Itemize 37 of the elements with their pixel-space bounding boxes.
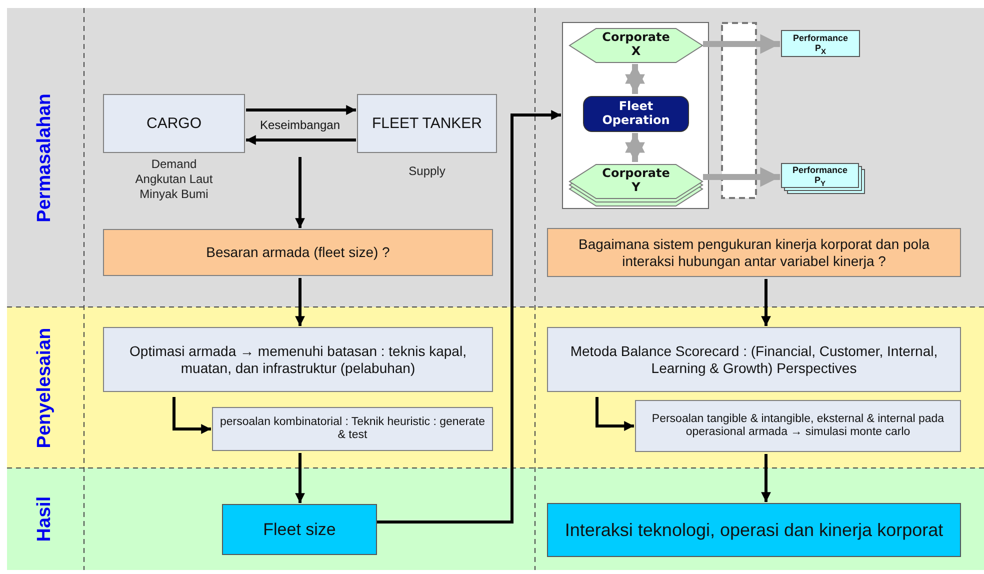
arrow (761, 454, 771, 502)
process-box: Fleet Operation (583, 96, 689, 132)
result-box: Fleet size (222, 504, 377, 555)
arrow (172, 397, 211, 434)
band-title: Hasil (34, 496, 56, 542)
question-box: Besaran armada (fleet size) ? (103, 229, 493, 276)
arrow (295, 157, 305, 228)
stacked-performance-box: Performance P$_{Y}$ (781, 163, 865, 194)
arrow (761, 279, 771, 326)
process-box: Metoda Balance Scorecard : (Financial, Customer, Internal, Learning & Growth) Perspectives (547, 327, 961, 392)
band-title: Permasalahan (34, 93, 56, 222)
arrow (295, 453, 305, 503)
swimlane-band (7, 8, 984, 307)
result-box: Interaksi teknologi, operasi dan kinerja korporat (547, 503, 961, 557)
arrow (625, 64, 645, 94)
panel-box (562, 22, 709, 209)
node-label: Supply (408, 164, 446, 179)
question-box: Bagaimana sistem pengukuran kinerja korporat dan pola interaksi hubungan antar variabel kinerja ? (547, 228, 961, 277)
process-box: FLEET TANKER (357, 94, 497, 153)
process-box: Optimasi armada → memenuhi batasan : teknis kapal, muatan, dan infrastruktur (pelabuhan) (103, 327, 493, 392)
process-box: Persoalan tangible & intangible, eksternal & internal pada operasional armada → simulasi monte carlo (635, 400, 961, 452)
swimlane-band (7, 307, 984, 468)
performance-box: Performance P$_{X}$ (781, 30, 860, 57)
band-title: Penyelesaian (34, 327, 56, 448)
arrow (246, 135, 356, 145)
process-box: CARGO (103, 94, 245, 153)
arrow (596, 397, 634, 431)
node-label: Demand Angkutan Laut Minyak Bumi (134, 157, 214, 202)
arrow (625, 133, 645, 162)
arrow (377, 110, 561, 524)
swimlane-band (7, 468, 984, 570)
edge-label: Keseimbangan (258, 118, 342, 132)
arrow (703, 167, 780, 187)
arrow (246, 105, 356, 115)
hexagon-node: Corporate X (569, 28, 703, 63)
process-box: persoalan kombinatorial : Teknik heuristic : generate & test (212, 407, 493, 451)
arrow (295, 278, 305, 326)
